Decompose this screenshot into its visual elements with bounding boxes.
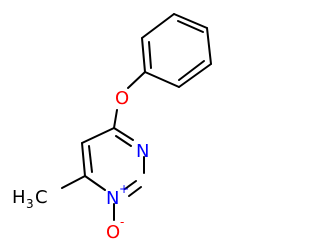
ring-double-bond [124,180,137,190]
ring-bond [81,127,115,144]
ether-oxygen-label: O [115,88,129,109]
phenyl-bond [144,71,180,88]
ring-double-bond [115,135,132,147]
ring-bond [113,127,134,141]
n-oxide-nitrogen-label: N [106,188,119,209]
ring-nitrogen-label: N [136,141,149,162]
phenyl-bond [173,13,208,29]
methyl-bond [61,175,86,189]
bonds [61,13,212,221]
phenyl-double-bond [177,20,204,33]
methyl-c-label: C [35,187,48,208]
phenyl-bond [141,37,146,73]
phenyl-bond [178,63,212,88]
phenyl-double-bond [148,41,152,69]
negative-charge-label: - [120,215,124,229]
methyl-subscript-label: 3 [26,197,34,211]
structure-canvas: O N N + O - H 3 C [12,13,212,243]
phenyl-bond [141,13,175,39]
methyl-h-label: H [12,187,26,208]
ring-double-bond [88,145,93,173]
ring-bond [81,142,86,177]
ring-bond [128,186,142,197]
oxide-oxygen-label: O [106,222,120,243]
ring-bond [84,175,106,191]
phenyl-double-bond [178,60,205,81]
positive-charge-label: + [119,182,129,196]
ether-bond [127,71,146,89]
phenyl-bond [206,27,212,65]
ether-bond [113,109,118,129]
molecule-drawing: O N N + O - H 3 C [12,13,212,243]
